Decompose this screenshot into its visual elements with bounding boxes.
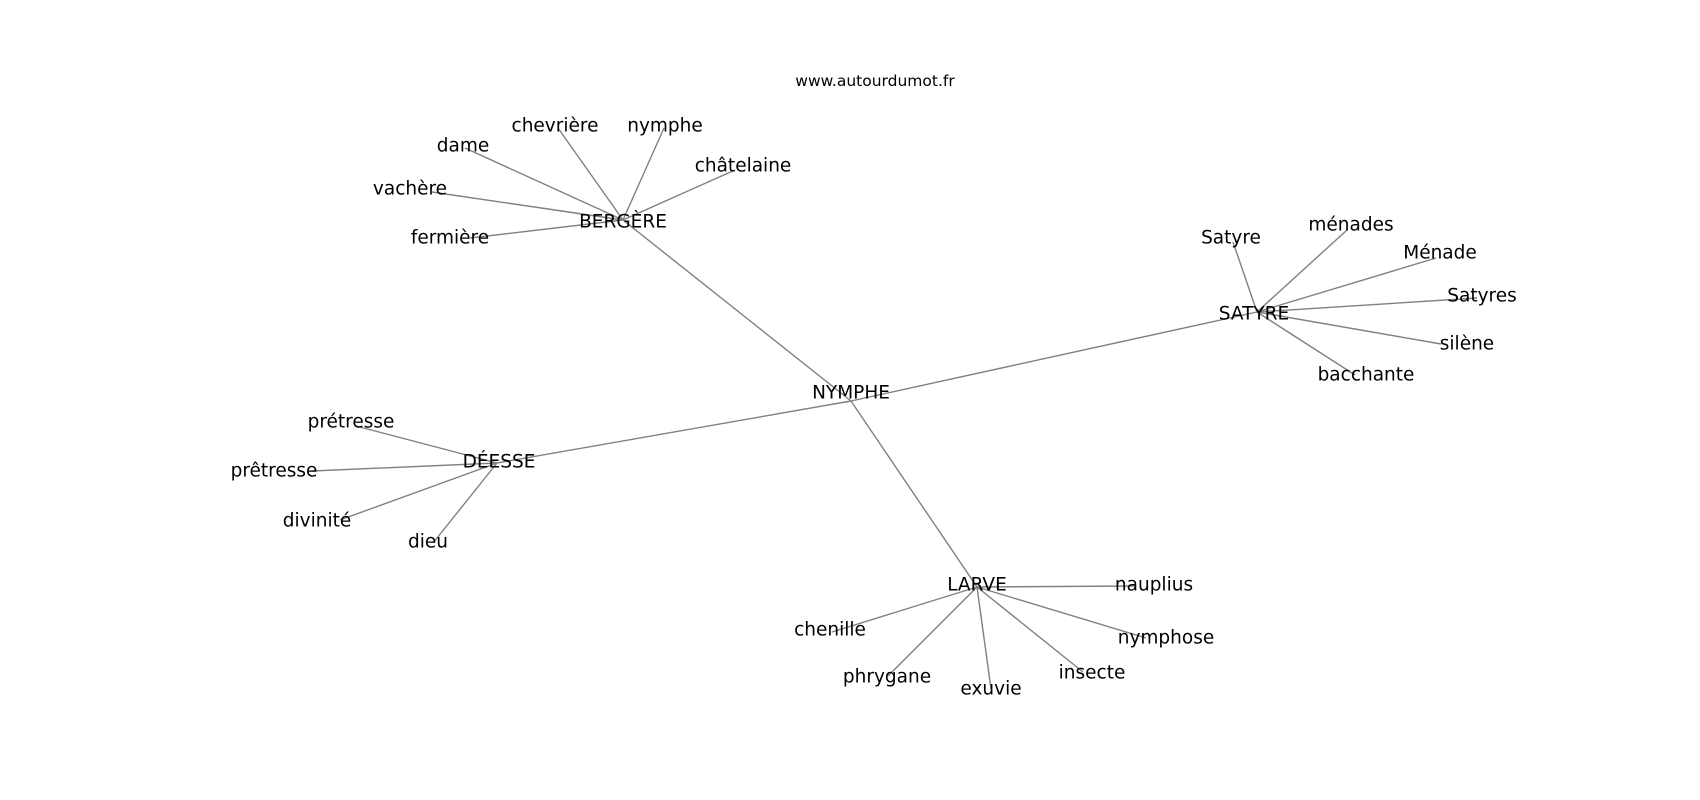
node-leaf-bacchante[interactable]: bacchante [1318, 365, 1415, 386]
edge-larve-phrygane [887, 586, 978, 677]
edge-satyre-menade [1256, 257, 1437, 313]
node-leaf-nymphe[interactable]: nymphe [627, 116, 703, 137]
node-leaf-nauplius[interactable]: nauplius [1115, 575, 1193, 596]
node-leaf-menade[interactable]: Ménade [1403, 243, 1477, 264]
edge-satyre-silene [1256, 311, 1442, 345]
edge-bergere-nymphe [622, 127, 665, 221]
edge-deesse-pretresse-acute [355, 425, 498, 464]
node-leaf-satyre-lower[interactable]: Satyre [1201, 228, 1261, 249]
node-leaf-phrygane[interactable]: phrygane [843, 667, 931, 688]
node-leaf-divinite[interactable]: divinité [283, 511, 351, 532]
edge-center-bergere [622, 219, 852, 402]
node-leaf-pretresse-circ[interactable]: prêtresse [231, 461, 318, 482]
graph-edges [311, 127, 1478, 690]
node-leaf-chenille[interactable]: chenille [794, 620, 866, 641]
node-hub-bergere[interactable]: BERGÈRE [579, 211, 667, 233]
source-url: www.autourdumot.fr [795, 72, 955, 90]
edge-larve-nymphose [976, 586, 1147, 639]
edge-bergere-chevriere [557, 127, 624, 221]
edge-center-larve [850, 400, 978, 588]
node-leaf-chevriere[interactable]: chevrière [512, 116, 599, 137]
edge-satyre-bacchante [1256, 311, 1356, 376]
node-leaf-exuvie[interactable]: exuvie [960, 679, 1021, 700]
edge-bergere-fermiere [469, 219, 624, 239]
node-leaf-satyres[interactable]: Satyres [1447, 286, 1517, 307]
edge-satyre-satyre-lower [1232, 241, 1258, 313]
node-hub-deesse[interactable]: DÉESSE [463, 451, 536, 473]
edge-deesse-dieu [432, 462, 498, 544]
edge-bergere-vachere [431, 191, 624, 221]
edge-larve-insecte [976, 586, 1084, 673]
graph-labels: NYMPHE BERGÈRE dame chevrière nymphe châtelai… [231, 116, 1517, 700]
node-center-nymphe[interactable]: NYMPHE [812, 383, 890, 404]
edge-larve-exuvie [976, 586, 992, 690]
edge-bergere-chatelaine [622, 169, 736, 221]
edge-larve-chenille [831, 586, 978, 633]
edge-satyre-satyres [1256, 297, 1478, 313]
node-leaf-vachere[interactable]: vachère [373, 179, 447, 200]
node-leaf-silene[interactable]: silène [1440, 334, 1494, 355]
node-leaf-pretresse-acute[interactable]: prétresse [308, 412, 395, 433]
node-hub-satyre[interactable]: SATYRE [1219, 304, 1289, 325]
node-leaf-nymphose[interactable]: nymphose [1118, 628, 1215, 649]
node-leaf-menades[interactable]: ménades [1308, 215, 1393, 236]
edge-deesse-pretresse-circ [311, 462, 498, 472]
node-hub-larve[interactable]: LARVE [947, 575, 1007, 596]
node-leaf-chatelaine[interactable]: châtelaine [695, 156, 792, 177]
edge-bergere-dame [464, 147, 624, 221]
node-leaf-dieu[interactable]: dieu [408, 532, 448, 553]
node-leaf-insecte[interactable]: insecte [1059, 663, 1126, 684]
edge-larve-nauplius [976, 585, 1137, 588]
edge-center-deesse [496, 400, 852, 464]
node-leaf-fermiere[interactable]: fermière [411, 228, 489, 249]
node-leaf-dame[interactable]: dame [437, 136, 489, 157]
edge-center-satyre [850, 311, 1258, 402]
edge-satyre-menades [1256, 229, 1348, 313]
edge-deesse-divinite [339, 462, 498, 521]
